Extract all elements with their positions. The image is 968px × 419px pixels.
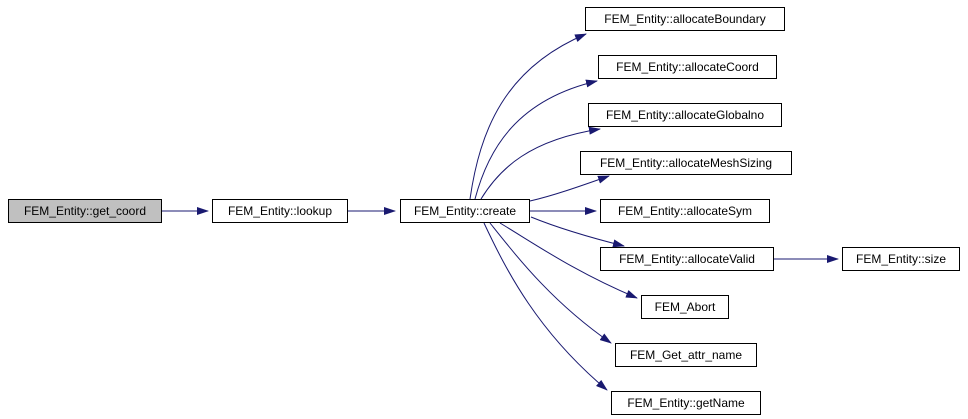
edge-create-to-allocate-boundary [469,33,587,200]
node-fem-entity-allocate-sym[interactable]: FEM_Entity::allocateSym [600,199,770,223]
node-fem-entity-size[interactable]: FEM_Entity::size [842,247,960,271]
node-fem-abort[interactable]: FEM_Abort [641,295,729,319]
node-fem-entity-lookup[interactable]: FEM_Entity::lookup [212,199,348,223]
edge-create-to-allocate-mesh-sizing [529,175,610,202]
node-fem-entity-allocate-mesh-sizing[interactable]: FEM_Entity::allocateMeshSizing [580,151,792,175]
edge-create-to-get-attr-name [489,222,612,344]
node-fem-entity-allocate-valid[interactable]: FEM_Entity::allocateValid [600,247,774,271]
node-fem-entity-get-name[interactable]: FEM_Entity::getName [611,391,761,415]
node-fem-entity-get-coord: FEM_Entity::get_coord [8,199,162,223]
node-fem-entity-allocate-boundary[interactable]: FEM_Entity::allocateBoundary [585,7,785,31]
edge-create-to-get-name [483,222,608,391]
edge-create-to-allocate-coord [474,79,598,200]
node-fem-get-attr-name[interactable]: FEM_Get_attr_name [615,343,757,367]
node-fem-entity-allocate-coord[interactable]: FEM_Entity::allocateCoord [598,55,777,79]
node-fem-entity-allocate-globalno[interactable]: FEM_Entity::allocateGlobalno [588,103,782,127]
node-fem-entity-create[interactable]: FEM_Entity::create [400,199,530,223]
